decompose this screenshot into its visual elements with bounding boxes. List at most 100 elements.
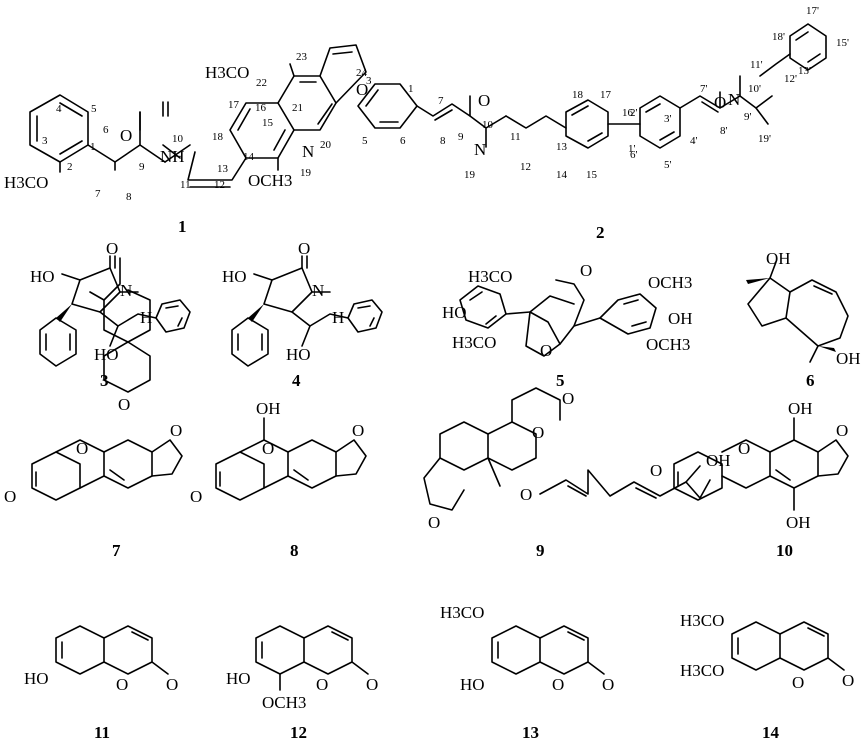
c2-pos-12: 12: [520, 161, 531, 173]
c10-o-ring: O: [738, 439, 750, 458]
c2-pos-16: 16: [622, 107, 634, 119]
c3-n: N: [120, 281, 132, 300]
c1-pos-18: 18: [212, 131, 224, 143]
compound-id-4: 4: [292, 371, 301, 390]
compound-12-structure: [255, 625, 369, 691]
c2-pos-8: 8: [440, 135, 446, 147]
c2-o-left: O: [478, 91, 490, 110]
c2-pos-5p: 5': [664, 159, 672, 171]
c1-pos-3: 3: [42, 135, 48, 147]
c1-pos-5: 5: [91, 103, 97, 115]
c5-h3co-top: H3CO: [468, 267, 512, 286]
c4-ho: HO: [222, 267, 247, 286]
compound-8-structure: [215, 417, 367, 501]
compound-id-1: 1: [178, 217, 187, 236]
c12-o-ring: O: [316, 675, 328, 694]
c4-ho2: HO: [286, 345, 311, 364]
c5-o-bot: O: [540, 341, 552, 360]
c6-oh-bot: OH: [836, 349, 861, 368]
c4-n: N: [312, 281, 324, 300]
compound-id-14: 14: [762, 723, 780, 742]
c8-oh: OH: [256, 399, 281, 418]
c9-o-ring: O: [532, 423, 544, 442]
c9-o-ether: O: [520, 485, 532, 504]
c11-o-ring: O: [116, 675, 128, 694]
c1-pos-6: 6: [103, 124, 109, 136]
c1-pos-9: 9: [139, 161, 145, 173]
c2-pos-10p: 10': [748, 83, 761, 95]
c1-och3-top: H3CO: [205, 63, 249, 82]
c2-pos-17: 17: [600, 89, 612, 101]
c2-pos-7: 7: [438, 95, 444, 107]
compound-id-12: 12: [290, 723, 307, 742]
compound-id-8: 8: [290, 541, 299, 560]
c4-o: O: [298, 239, 310, 258]
c7-o-ether: O: [118, 395, 130, 414]
c1-nh: NH: [160, 147, 185, 166]
compound-id-2: 2: [596, 223, 605, 242]
c1-pos-8: 8: [126, 191, 132, 203]
c10-o-carbonyl: O: [650, 461, 662, 480]
c7-o-furan: O: [170, 421, 182, 440]
c2-pos-10: 10: [482, 119, 494, 131]
c2-pos-9: 9: [458, 131, 464, 143]
c9-o-furan: O: [428, 513, 440, 532]
c13-o-carbonyl: O: [602, 675, 614, 694]
c1-pos-15: 15: [262, 117, 274, 129]
c2-pos-6p: 6': [630, 149, 638, 161]
c2-n-right: N: [728, 90, 740, 109]
c2-pos-11: 11: [510, 131, 521, 143]
c2-pos-18p: 18': [772, 31, 785, 43]
c1-carbonyl-o: O: [120, 126, 132, 145]
c1-pos-10: 10: [172, 133, 184, 145]
compound-id-10: 10: [776, 541, 793, 560]
c13-ho: HO: [460, 675, 485, 694]
c2-pos-2p: 2': [630, 107, 638, 119]
c4-h: H: [332, 308, 344, 327]
compound-2-structure: [357, 23, 827, 149]
c14-o-carbonyl: O: [842, 671, 854, 690]
c14-h3co-top: H3CO: [680, 611, 724, 630]
c2-pos-18: 18: [572, 89, 584, 101]
c1-och3-left: H3CO: [4, 173, 48, 192]
c2-pos-13: 13: [556, 141, 568, 153]
c5-h3co-bot: H3CO: [452, 333, 496, 352]
compound-10-structure: [673, 417, 849, 511]
c1-pos-24: 24: [356, 67, 368, 79]
c1-pos-23: 23: [296, 51, 308, 63]
c10-oh-top: OH: [788, 399, 813, 418]
c5-och3-bot: OCH3: [646, 335, 690, 354]
c1-pos-22: 22: [256, 77, 267, 89]
compound-id-13: 13: [522, 723, 539, 742]
c2-pos-1p: 1': [628, 143, 636, 155]
c12-o-carbonyl: O: [366, 675, 378, 694]
c2-pos-15: 15: [586, 169, 598, 181]
c2-pos-12p: 12': [784, 73, 797, 85]
c14-h3co-bot: H3CO: [680, 661, 724, 680]
compound-id-11: 11: [94, 723, 110, 742]
c2-pos-7p: 7': [700, 83, 708, 95]
c12-och3: OCH3: [262, 693, 306, 712]
c1-o-ring: O: [356, 80, 368, 99]
c12-ho: HO: [226, 669, 251, 688]
c1-pos-21: 21: [292, 102, 303, 114]
c1-pos-2: 2: [67, 161, 73, 173]
c1-pos-19: 19: [300, 167, 312, 179]
c11-o-carbonyl: O: [166, 675, 178, 694]
c1-pos-4: 4: [56, 103, 62, 115]
c9-oh: OH: [706, 451, 731, 470]
compound-6-structure: [746, 261, 849, 363]
c13-o-ring: O: [552, 675, 564, 694]
c2-pos-6: 6: [400, 135, 406, 147]
c1-pos-7: 7: [95, 188, 101, 200]
c3-ho: HO: [30, 267, 55, 286]
compound-13-structure: [491, 625, 605, 675]
c1-pos-14: 14: [243, 151, 255, 163]
compound-id-9: 9: [536, 541, 545, 560]
c11-ho: HO: [24, 669, 49, 688]
compound-id-5: 5: [556, 371, 565, 390]
c2-pos-15p: 15': [836, 37, 849, 49]
c2-n-left: N: [474, 140, 486, 159]
c3-o: O: [106, 239, 118, 258]
